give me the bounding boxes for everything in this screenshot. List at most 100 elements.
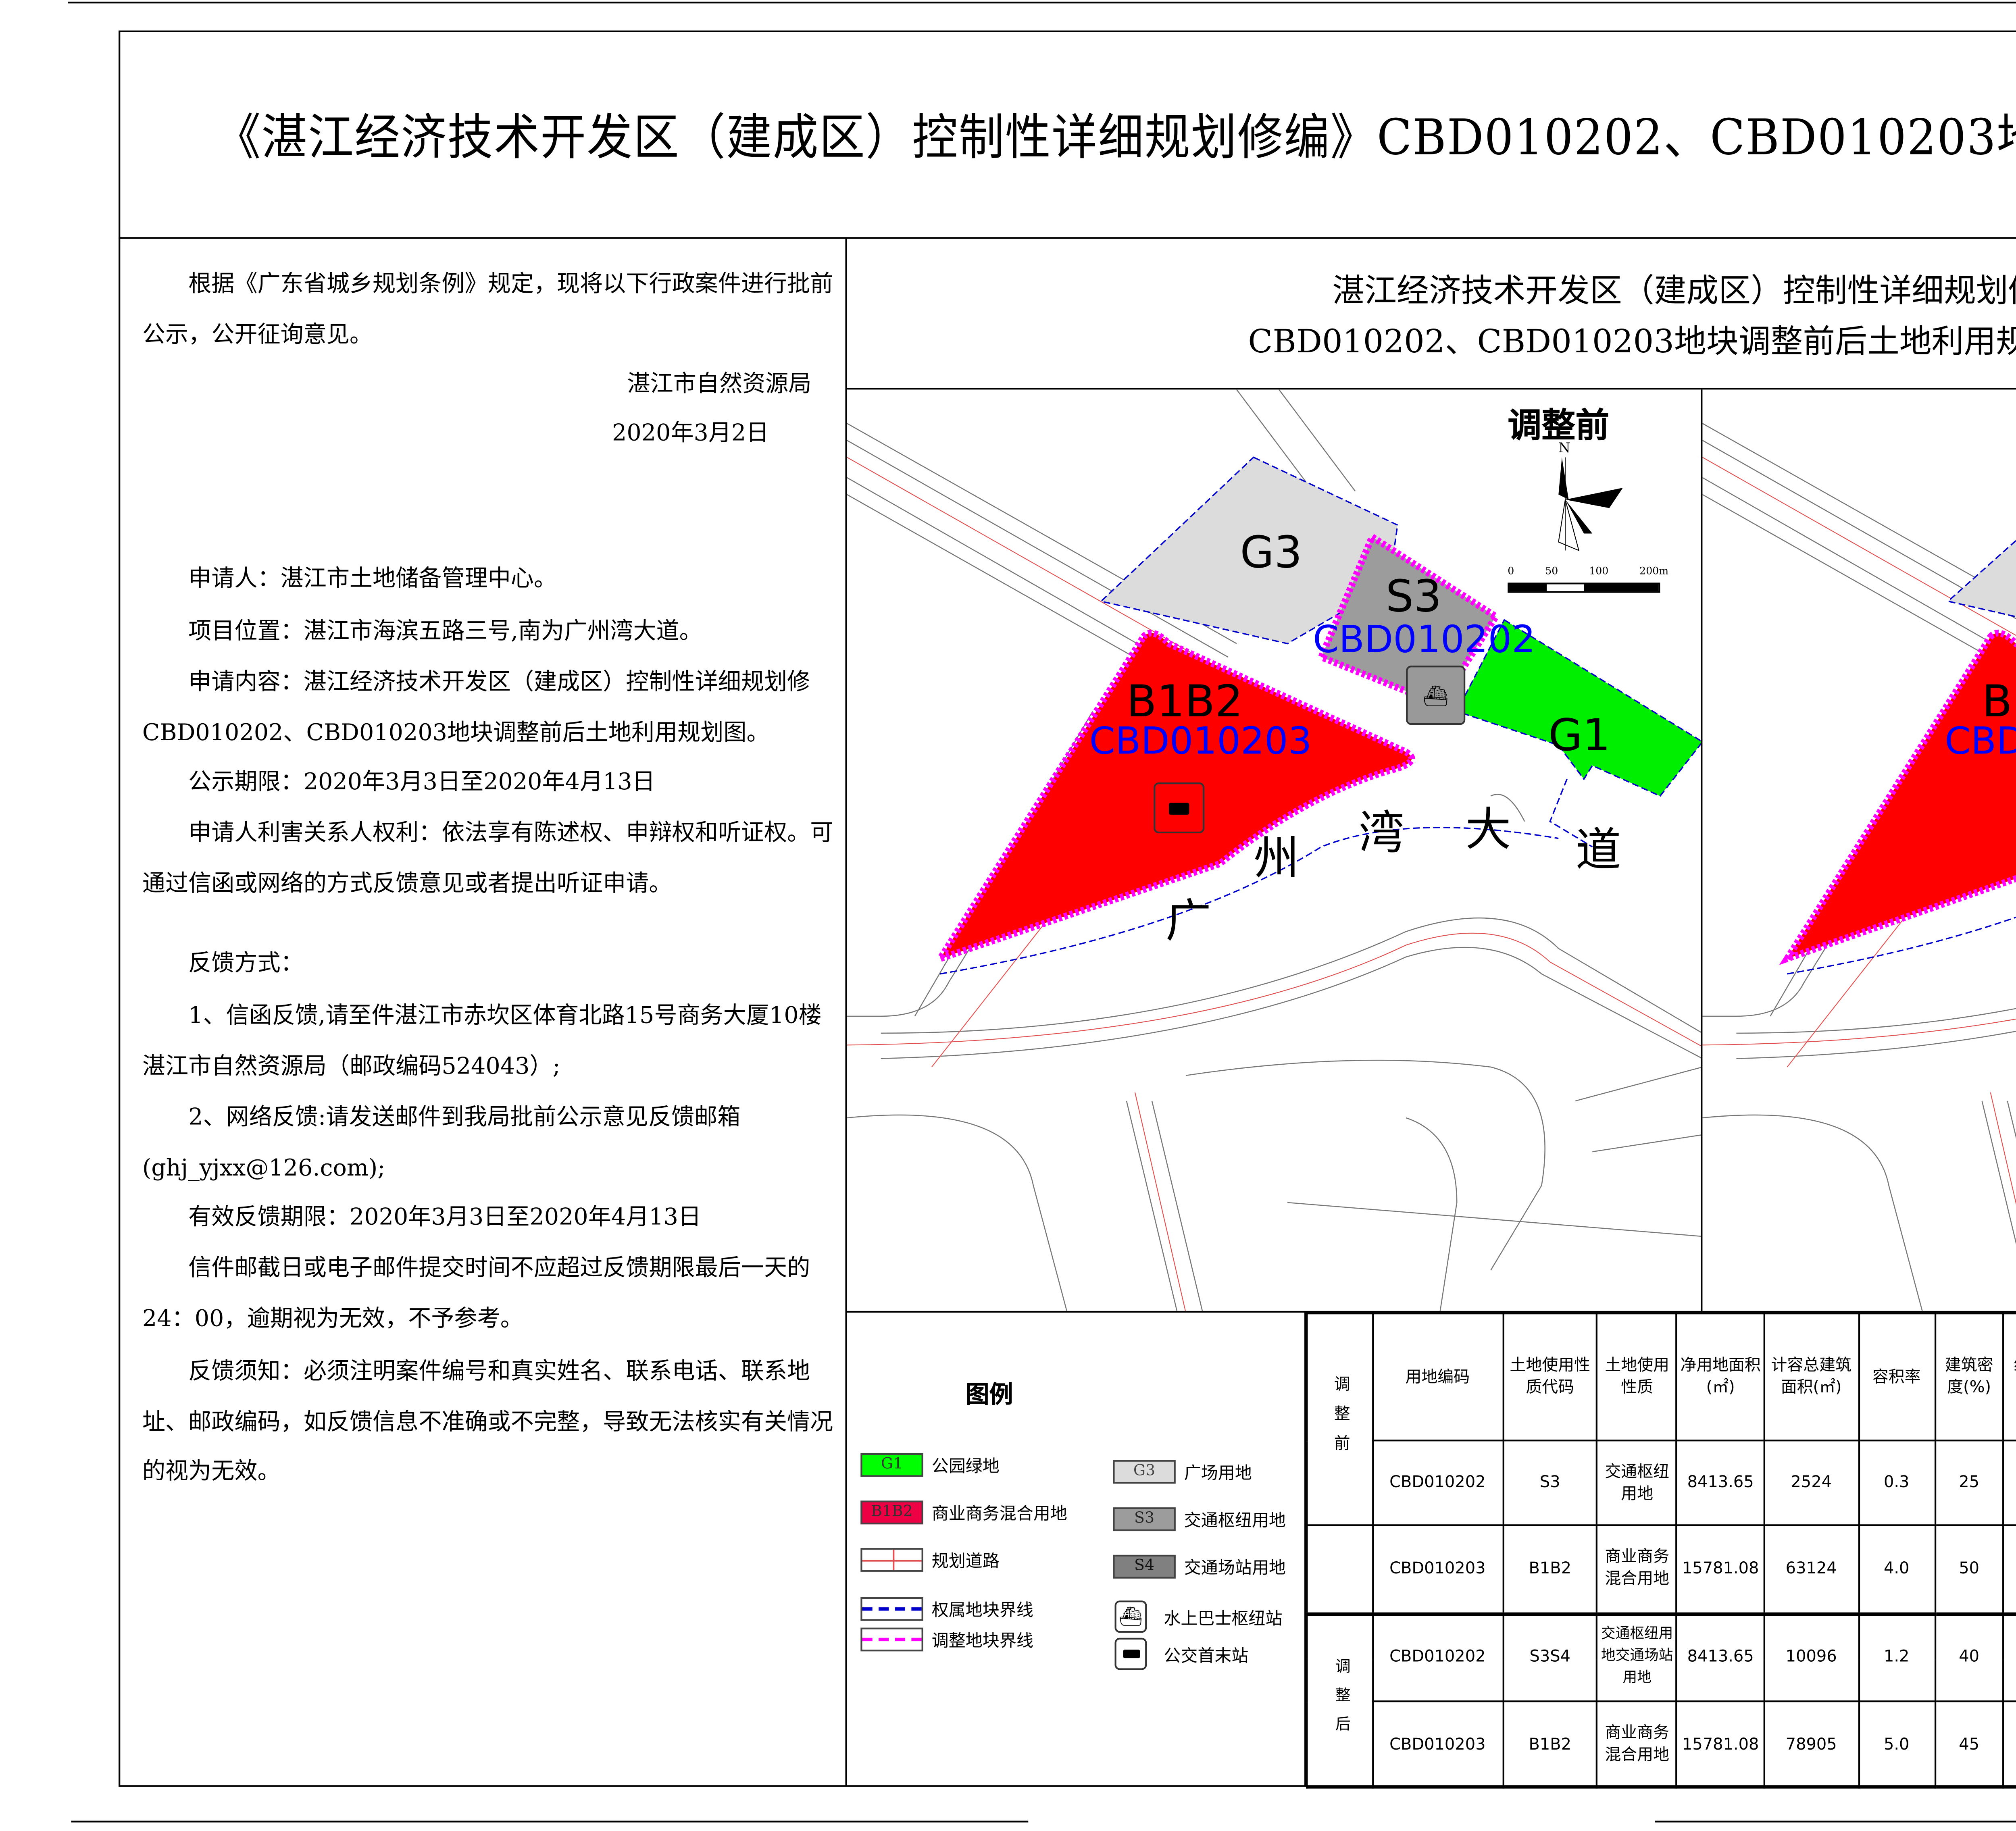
north-arrow-letter: N (1558, 440, 1570, 456)
top-border-line (68, 2, 2016, 4)
cell-density: 50 (1934, 1524, 2005, 1614)
legend-label: 公交首末站 (1164, 1648, 1249, 1667)
legend-item-ownership-line: 权属地块界线 (860, 1596, 1033, 1621)
cell-code: CBD010202 (1371, 1440, 1504, 1526)
parcel-s-label: S3 (1385, 572, 1442, 624)
legend-label: 权属地块界线 (931, 1602, 1033, 1621)
adjusted-boundary-line-icon (860, 1627, 923, 1651)
notice-intro: 根据《广东省城乡规划条例》规定，现将以下行政案件进行批前公示，公开征询意见。 (142, 271, 833, 348)
compass-rose-icon (1541, 457, 1623, 551)
table-row: CBD010203 B1B2 商业商务混合用地 15781.08 78905 5… (1307, 1700, 2016, 1789)
notice-issuer: 湛江市自然资源局 (627, 371, 812, 398)
notice-period: 公示期限：2020年3月3日至2020年4月13日 (188, 769, 655, 796)
bottom-border-line-left (71, 1821, 1029, 1823)
swatch-g3: G3 (1113, 1459, 1176, 1483)
legend-item-bus-terminal: 公交首末站 (1114, 1637, 1249, 1670)
legend-label: 公园绿地 (931, 1458, 1000, 1477)
legend-title: 图例 (965, 1382, 1013, 1409)
cell-green: 35 (2003, 1700, 2016, 1789)
bus-terminal-icon (1154, 782, 1205, 834)
cell-green: 15 (2003, 1611, 2016, 1702)
legend-item-adjust-line: 调整地块界线 (860, 1626, 1033, 1651)
legend-item-s3: S3 交通枢纽用地 (1113, 1506, 1286, 1531)
cell-far: 4.0 (1858, 1524, 1936, 1614)
cell-far: 1.2 (1858, 1611, 1936, 1702)
cell-density: 25 (1934, 1440, 2005, 1526)
cell-gfa: 10096 (1763, 1611, 1860, 1702)
swatch-s3: S3 (1113, 1506, 1176, 1530)
table-row: 调整后 CBD010202 S3S4 交通枢纽用地交通场站用地 8413.65 … (1306, 1611, 2016, 1789)
cell-gfa: 78905 (1763, 1700, 1860, 1789)
planned-road-icon (860, 1547, 923, 1571)
group-before-label: 调整前 (1306, 1313, 1373, 1526)
cell-land-use: 交通枢纽用地 (1596, 1440, 1678, 1526)
cell-land-use: 交通枢纽用地交通场站用地 (1596, 1611, 1678, 1702)
cell-code: CBD010202 (1371, 1611, 1504, 1702)
notice-location: 项目位置：湛江市海滨五路三号,南为广州湾大道。 (188, 618, 702, 645)
water-bus-terminal-icon: ⛴ (1114, 1600, 1147, 1633)
parcel-g1-label: G1 (1548, 711, 1611, 762)
legend-label: 交通枢纽用地 (1184, 1512, 1286, 1531)
cell-net-area: 8413.65 (1676, 1611, 1765, 1702)
map-before-label: 调整前 (1508, 405, 1610, 445)
cell-gfa: 63124 (1763, 1524, 1860, 1614)
ownership-boundary-line-icon (860, 1596, 923, 1620)
legend-item-g3: G3 广场用地 (1113, 1458, 1252, 1484)
feedback-email[interactable]: 2、网络反馈:请发送邮件到我局批前公示意见反馈邮箱(ghj_yjxx@126.c… (142, 1104, 741, 1182)
notice-content: 申请内容：湛江经济技术开发区（建成区）控制性详细规划修CBD010202、CBD… (142, 669, 810, 746)
legend-item-g1: G1 公园绿地 (860, 1452, 1000, 1477)
cell-land-code: B1B2 (1502, 1700, 1598, 1789)
cell-land-code: S3 (1502, 1440, 1598, 1526)
map-header-line2: CBD010202、CBD010203地块调整前后土地利用规划对比图 (847, 317, 2016, 368)
scale-bar (1508, 583, 1660, 593)
legend-item-water-bus: ⛴ 水上巴士枢纽站 (1114, 1600, 1282, 1633)
title-bar: 《湛江经济技术开发区（建成区）控制性详细规划修编》CBD010202、CBD01… (119, 31, 2016, 239)
header-code: 用地编码 (1371, 1313, 1504, 1442)
legend-item-s4: S4 交通场站用地 (1113, 1553, 1286, 1579)
cell-gfa: 2524 (1763, 1440, 1860, 1526)
feedback-period: 有效反馈期限：2020年3月3日至2020年4月13日 (188, 1204, 702, 1232)
cell-density: 40 (1934, 1611, 2005, 1702)
parcel-g3-label: G3 (1240, 528, 1302, 579)
swatch-s4: S4 (1113, 1554, 1176, 1578)
scale-tick-100: 100 (1589, 566, 1609, 578)
parcel-s-code: CBD010202 (1313, 620, 1536, 662)
table-row: CBD010202 S3 交通枢纽用地 8413.65 2524 0.3 25 … (1307, 1440, 2016, 1526)
table-row: CBD010203 B1B2 商业商务混合用地 15781.08 63124 4… (1306, 1524, 2016, 1614)
header-land-use: 土地使用性质 (1596, 1313, 1678, 1442)
legend-label: 规划道路 (931, 1553, 1000, 1572)
road-name-char-2: 州 (1254, 833, 1300, 886)
feedback-letter: 1、信函反馈,请至件湛江市赤坎区体育北路15号商务大厦10楼湛江市自然资源局（邮… (142, 1003, 822, 1080)
header-net-area: 净用地面积(㎡) (1676, 1313, 1765, 1442)
bottom-border-line-right (1655, 1821, 2016, 1823)
header-density: 建筑密度(%) (1934, 1313, 2005, 1442)
land-use-comparison-table: 调整前 用地编码 土地使用性质代码 土地使用性质 净用地面积(㎡) 计容总建筑面… (1306, 1313, 2016, 1789)
feedback-requirements: 反馈须知：必须注明案件编号和真实姓名、联系电话、联系地址、邮政编码，如反馈信息不… (142, 1358, 833, 1486)
notice-rights: 申请人利害关系人权利：依法享有陈述权、申辩权和听证权。可通过信函或网络的方式反馈… (142, 820, 833, 897)
road-name-char-5: 道 (1575, 825, 1621, 878)
cell-land-code: B1B2 (1502, 1524, 1598, 1614)
page-title: 《湛江经济技术开发区（建成区）控制性详细规划修编》CBD010202、CBD01… (215, 108, 2016, 166)
legend-label: 广场用地 (1184, 1465, 1252, 1484)
cell-code: CBD010203 (1371, 1524, 1504, 1614)
water-bus-terminal-icon: ⛴ (1406, 666, 1466, 725)
cell-land-use: 商业商务混合用地 (1596, 1524, 1678, 1614)
cell-net-area: 15781.08 (1676, 1524, 1765, 1614)
notice-issue-date: 2020年3月2日 (612, 420, 769, 447)
parcel-b-label: B1B2 (1982, 677, 2016, 728)
cell-density: 45 (1934, 1700, 2005, 1789)
map-header-line2-prefix: CBD010202、CBD010203地块调整前后土地利用规划 (1248, 323, 2016, 361)
swatch-g1: G1 (860, 1452, 923, 1476)
group-after-label: 调整后 (1306, 1611, 1373, 1789)
header-green: 绿地率(%) (2003, 1313, 2016, 1442)
swatch-b1b2: B1B2 (860, 1500, 923, 1524)
scale-tick-50: 50 (1545, 566, 1558, 578)
outer-frame (119, 30, 2016, 1787)
road-name-char-1: 广 (1165, 896, 1212, 949)
parcel-b-label: B1B2 (1126, 677, 1243, 728)
feedback-title: 反馈方式： (188, 950, 304, 978)
